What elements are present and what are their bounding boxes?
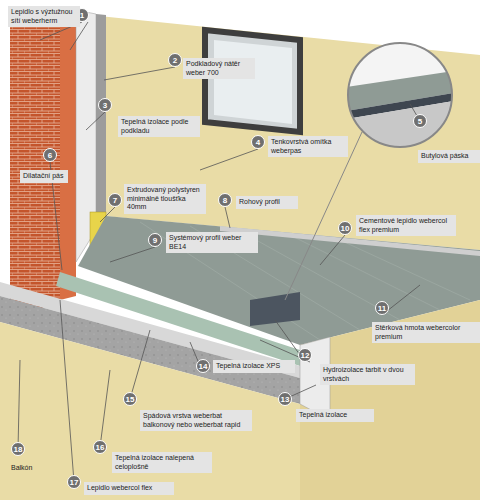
brick-side <box>60 6 76 300</box>
primer-layer <box>96 14 106 230</box>
callout-number: 7 <box>108 193 122 207</box>
part-label: Lepidlo webercol flex <box>84 482 174 495</box>
callout-number: 5 <box>413 114 427 128</box>
brick-wall <box>10 6 60 322</box>
butyl-tape <box>250 292 300 326</box>
callout-number: 17 <box>67 475 81 489</box>
part-label: Hydroizolace tarbit v dvou vrstvách <box>320 364 415 385</box>
part-label: Podkladový nátěr weber 700 <box>183 58 255 79</box>
part-label: Tepelná izolace podle podkladu <box>118 116 200 137</box>
part-label: Rohový profil <box>236 196 298 209</box>
part-label: Spádová vrstva weberbat balkonový nebo w… <box>140 410 252 431</box>
facade-render <box>60 12 480 250</box>
callout-number: 2 <box>168 53 182 67</box>
part-label: Tenkovrstvá omítka weberpas <box>268 136 348 157</box>
callout-number: 10 <box>338 221 352 235</box>
part-label: Tepelná izolace XPS <box>213 360 295 373</box>
callout-number: 3 <box>98 98 112 112</box>
side-render <box>300 300 480 500</box>
part-label: Lepidlo s výztužnou sítí weberherm <box>8 6 80 27</box>
detail-magnifier <box>340 40 460 150</box>
callout-number: 6 <box>43 148 57 162</box>
callout-number: 16 <box>93 440 107 454</box>
callout-number: 13 <box>278 392 292 406</box>
callout-number: 14 <box>196 359 210 373</box>
part-label: Extrudovaný polystyren minimálně tloušťk… <box>124 184 206 214</box>
part-label: Dilatační pás <box>20 170 68 183</box>
part-label: Tepelná izolace nalepená celoplošně <box>112 452 212 473</box>
leader-lines <box>18 22 420 482</box>
part-label: Cementové lepidlo webercol flex premium <box>356 215 456 236</box>
part-label: Stěrková hmota webercolor premium <box>372 322 480 343</box>
callout-number: 15 <box>123 392 137 406</box>
part-label: Balkón <box>8 462 48 475</box>
magnifier-leader <box>285 132 362 300</box>
slab-render <box>0 322 300 500</box>
magnifier-ring <box>348 43 452 147</box>
window <box>205 30 300 132</box>
part-label: Tepelná izolace <box>296 409 374 422</box>
callout-number: 8 <box>218 193 232 207</box>
callout-number: 9 <box>148 233 162 247</box>
callout-number: 18 <box>11 442 25 456</box>
part-label: Systémový profil weber BE14 <box>166 232 258 253</box>
callout-number: 4 <box>251 135 265 149</box>
window-glass <box>214 40 292 124</box>
callout-number: 12 <box>298 348 312 362</box>
part-label: Butylová páska <box>418 150 480 163</box>
callout-number: 11 <box>375 301 389 315</box>
